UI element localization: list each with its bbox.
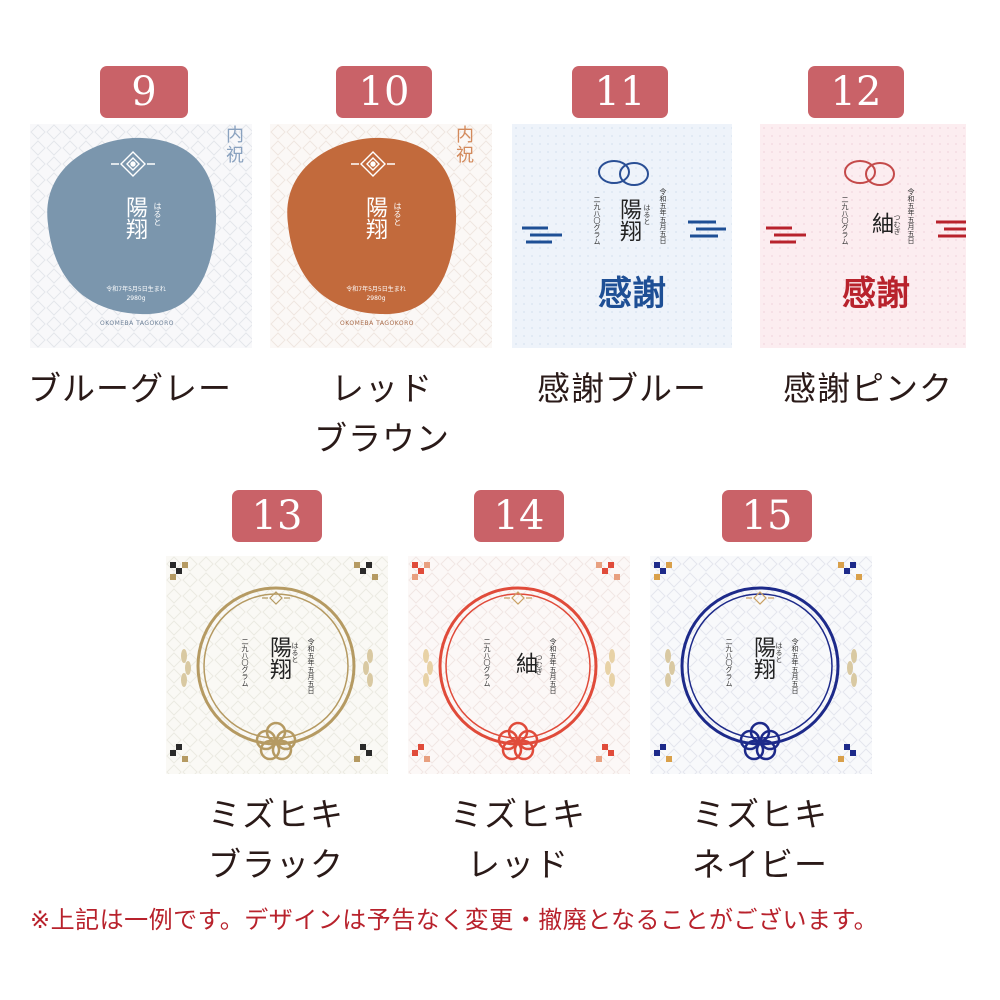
date-vertical: 令和五年五月五日 [791,638,799,694]
label-design-red-brown[interactable]: 陽翔 はると 内祝 令和7年5月5日生まれ 2980g OKOMEBA TAGO… [270,124,492,348]
product-number-badge: 11 [572,66,668,118]
mizuhiki-knot-icon [255,721,297,761]
product-caption: ブルーグレー [28,369,232,408]
rings-icon [598,160,649,186]
kansha-text: 感謝 [842,274,910,314]
mizuhiki-knot-icon [497,721,539,761]
date-vertical: 令和五年五月五日 [659,188,667,244]
product-number-badge: 15 [722,490,812,542]
name-reading: はると [643,204,651,225]
name-reading: つむぎ [893,214,901,235]
weight-vertical: 二九八〇グラム [841,196,849,245]
date-vertical: 令和五年五月五日 [307,638,315,694]
product-caption: 感謝ピンク [783,369,953,408]
name-reading: はると [291,642,299,663]
date-vertical: 令和五年五月五日 [549,638,557,694]
wheat-icon [423,649,615,687]
checker-corner-icon [170,562,378,762]
product-number-badge: 9 [100,66,188,118]
label-design-mizuhiki-navy[interactable]: 陽翔 はると 令和五年五月五日 二九八〇グラム [650,556,872,774]
label-design-mizuhiki-black[interactable]: 陽翔 はると 令和五年五月五日 二九八〇グラム [166,556,388,774]
uchiiwai-text: 内祝 [226,125,244,166]
product-caption: ミズヒキ ネイビー [692,795,828,884]
baby-name: 紬 [512,652,537,674]
product-caption: レッド ブラウン [314,369,450,458]
product-caption: ミズヒキ レッド [450,795,586,884]
cloud-icon [766,220,966,244]
product-number-badge: 10 [336,66,432,118]
baby-name: 陽翔 [616,198,641,242]
weight: 2980g [366,295,386,302]
wheat-icon [181,649,373,687]
product-caption: 感謝ブルー [537,369,707,408]
kansha-text: 感謝 [598,274,666,314]
baby-name: 陽翔 [750,636,775,680]
weight-vertical: 二九八〇グラム [241,638,249,687]
baby-name: 陽翔 [266,636,291,680]
product-number-badge: 13 [232,490,322,542]
birth-date: 令和7年5月5日生まれ [346,286,406,293]
baby-name: 陽翔 [122,196,147,240]
name-reading: はると [393,202,402,226]
checker-corner-icon [654,562,862,762]
name-reading: つむぎ [535,654,543,675]
product-caption: ミズヒキ ブラック [208,795,344,884]
brand-name: OKOMEBA TAGOKORO [100,320,174,327]
label-design-mizuhiki-red[interactable]: 紬 つむぎ 令和五年五月五日 二九八〇グラム [408,556,630,774]
product-number-badge: 12 [808,66,904,118]
weight-vertical: 二九八〇グラム [483,638,491,687]
baby-name: 紬 [868,212,893,234]
birth-date: 令和7年5月5日生まれ [106,286,166,293]
checker-corner-icon [412,562,620,762]
uchiiwai-text: 内祝 [456,125,474,166]
weight: 2980g [126,295,146,302]
label-design-kansha-pink[interactable]: 紬 つむぎ 令和五年五月五日 二九八〇グラム 感謝 [760,124,966,348]
date-vertical: 令和五年五月五日 [907,188,915,244]
brand-name: OKOMEBA TAGOKORO [340,320,414,327]
wheat-icon [665,649,857,687]
rings-icon [844,160,895,186]
weight-vertical: 二九八〇グラム [593,196,601,245]
baby-name: 陽翔 [362,196,387,240]
label-design-kansha-blue[interactable]: 陽翔 はると 令和五年五月五日 二九八〇グラム 感謝 [512,124,732,348]
mizuhiki-knot-icon [739,721,781,761]
label-design-blue-gray[interactable]: 陽翔 はると 内祝 令和7年5月5日生まれ 2980g OKOMEBA TAGO… [30,124,252,348]
disclaimer-note: ※上記は一例です。デザインは予告なく変更・撤廃となることがございます。 [30,906,879,934]
name-reading: はると [153,202,162,226]
name-reading: はると [775,642,783,663]
product-number-badge: 14 [474,490,564,542]
weight-vertical: 二九八〇グラム [725,638,733,687]
cloud-icon [522,220,726,244]
